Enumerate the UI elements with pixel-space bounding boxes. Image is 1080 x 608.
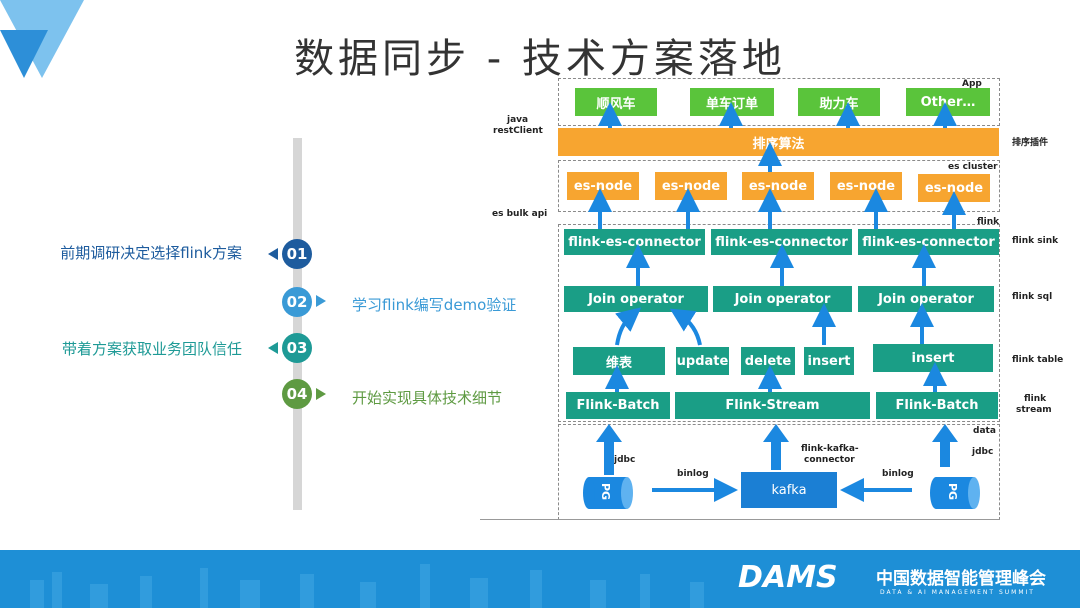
timeline-item-2-arrow-icon [316, 295, 326, 307]
label-flink-sql: flink sql [1012, 292, 1053, 302]
flink-es-connector-3: flink-es-connector [858, 229, 999, 255]
timeline-item-4-arrow-icon [316, 388, 326, 400]
timeline-item-4-text: 开始实现具体技术细节 [352, 389, 503, 407]
label-flink-sink: flink sink [1012, 236, 1059, 246]
timeline-item-1-text: 前期调研决定选择flink方案 [60, 244, 242, 262]
label-flink-table: flink table [1012, 355, 1064, 365]
timeline-item-1-number: 01 [282, 239, 312, 269]
label-sort-plugin: 排序插件 [1012, 138, 1049, 148]
corner-logo-icon [0, 0, 84, 78]
label-java: java [507, 115, 529, 125]
label-flink: flink [977, 217, 1000, 227]
footer-brand: DAMS [738, 560, 838, 595]
flink-batch-left: Flink-Batch [566, 392, 670, 419]
table-insert-1: insert [804, 347, 854, 375]
flink-es-connector-2: flink-es-connector [711, 229, 852, 255]
es-node-5: es-node [918, 174, 990, 202]
flink-frame [558, 224, 1000, 422]
timeline-item-3-number: 03 [282, 333, 312, 363]
timeline-item-3-arrow-icon [268, 342, 278, 354]
label-restclient: restClient [493, 126, 543, 136]
label-flink-stream-1: flink [1024, 394, 1047, 404]
timeline-item-2-text: 学习flink编写demo验证 [352, 296, 517, 314]
kafka-box: kafka [741, 472, 837, 508]
label-app: App [962, 79, 982, 89]
timeline-item-1-arrow-icon [268, 248, 278, 260]
flink-batch-right: Flink-Batch [876, 392, 998, 419]
footer-brand-sub: DATA & AI MANAGEMENT SUMMIT [880, 589, 1035, 596]
timeline-item-2-number: 02 [282, 287, 312, 317]
label-es-bulk: es bulk api [492, 209, 548, 219]
database-icon [930, 477, 980, 509]
pg-cylinder-left: PG [583, 476, 633, 510]
label-fkc-1: flink-kafka- [801, 444, 859, 454]
base-line [480, 519, 1000, 520]
label-jdbc-right: jdbc [972, 447, 994, 457]
flink-es-connector-1: flink-es-connector [564, 229, 705, 255]
pg-cylinder-right: PG [930, 476, 980, 510]
timeline-item-3-text: 带着方案获取业务团队信任 [61, 340, 242, 358]
flink-stream: Flink-Stream [675, 392, 870, 419]
page-title: 数据同步 - 技术方案落地 [294, 36, 786, 82]
app-frame [558, 78, 1000, 126]
table-update: update [676, 347, 729, 375]
city-skyline-icon [30, 564, 704, 608]
footer-brand-cn: 中国数据智能管理峰会 [876, 569, 1046, 589]
label-binlog-right: binlog [882, 469, 914, 479]
label-fkc-2: connector [804, 455, 855, 465]
footer-bar: DAMS 中国数据智能管理峰会 DATA & AI MANAGEMENT SUM… [0, 550, 1080, 608]
timeline-bar [293, 138, 302, 510]
label-data: data [973, 426, 996, 436]
label-flink-stream-2: stream [1016, 405, 1052, 415]
label-es-cluster: es cluster [948, 162, 998, 172]
label-binlog-left: binlog [677, 469, 709, 479]
label-jdbc-left: jdbc [614, 455, 636, 465]
database-icon [583, 477, 633, 509]
timeline-item-4-number: 04 [282, 379, 312, 409]
